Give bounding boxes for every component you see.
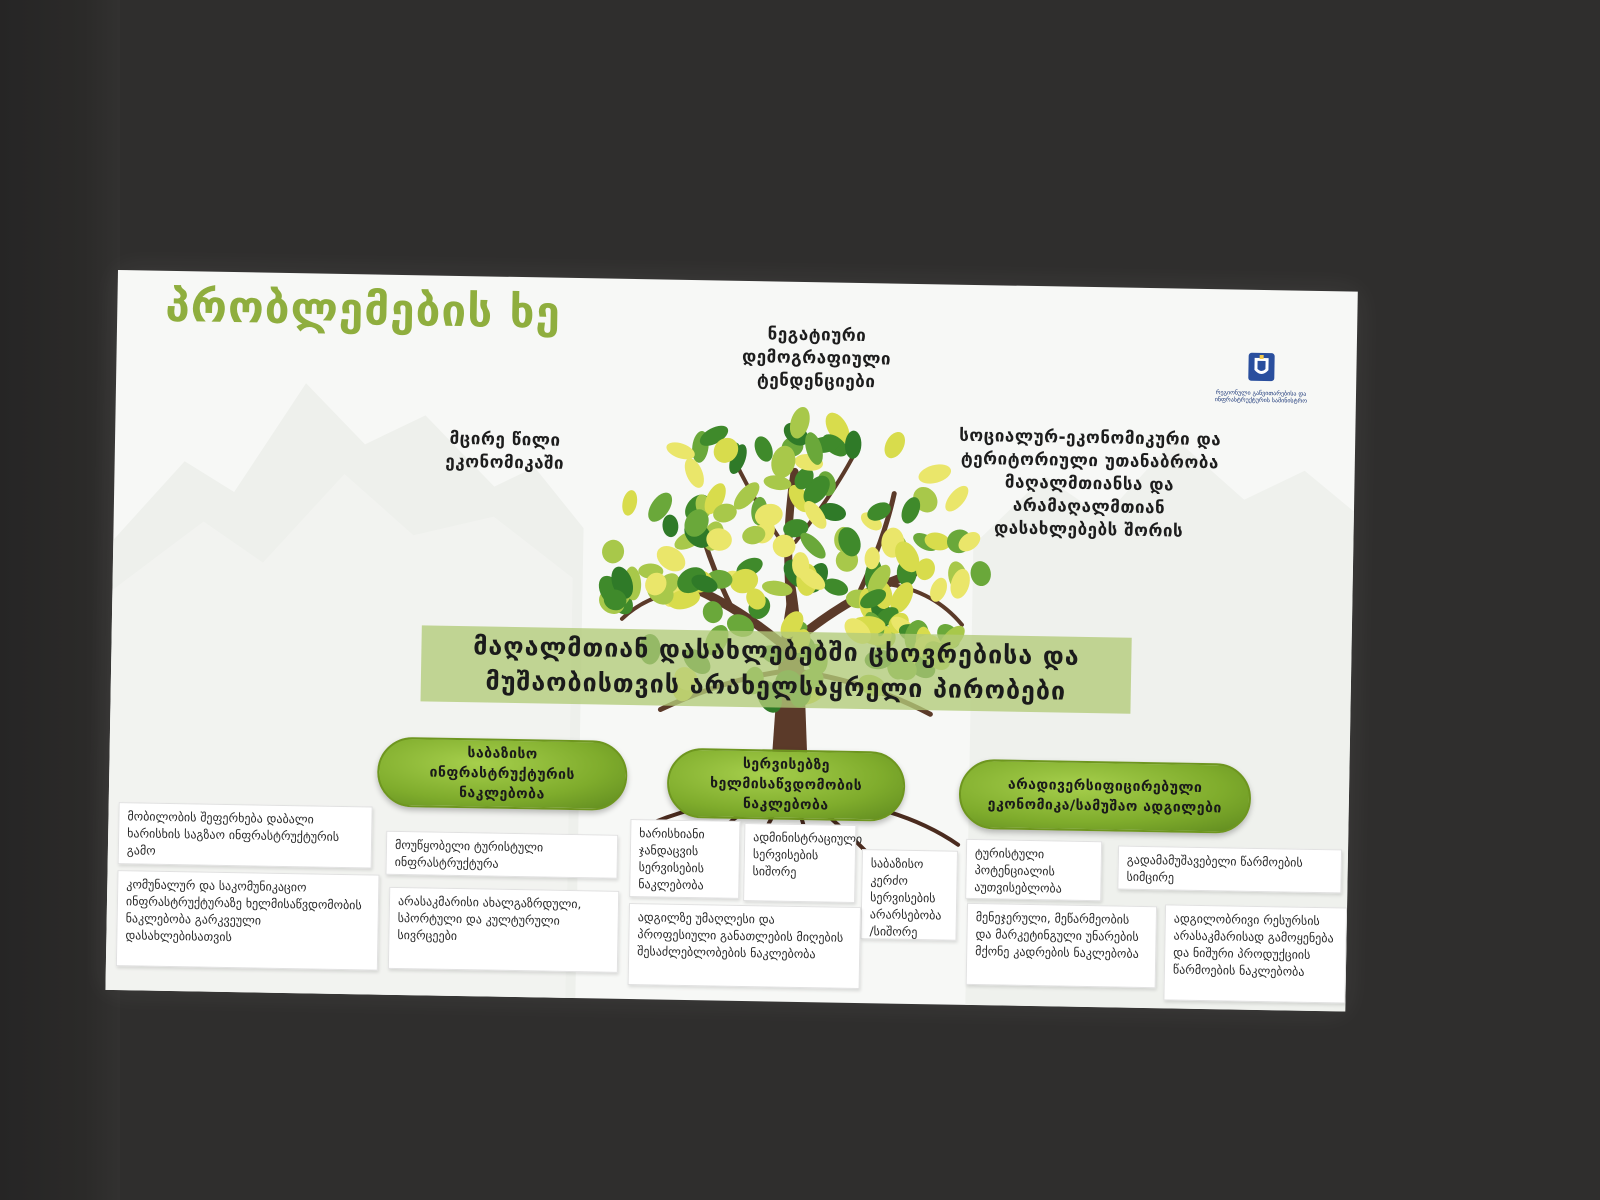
leaf — [945, 485, 969, 512]
leaf — [800, 532, 826, 559]
leaf — [684, 458, 704, 488]
detail-box: გადამამუშავებელი წარმოების სიმცირე — [1117, 845, 1343, 894]
leaf — [884, 431, 905, 459]
leaf — [901, 497, 921, 524]
leaf — [691, 574, 718, 593]
detail-box: მენეჯერული, მეწარმეობის და მარკეტინგული … — [965, 902, 1158, 989]
leaf — [762, 580, 793, 597]
leaf — [772, 534, 796, 558]
detail-box: ადგილზე უმაღლესი და პროფესიული განათლები… — [627, 903, 861, 990]
leaf — [771, 445, 796, 478]
presentation-slide: პრობლემების ხე რეგიონული განვითარებისა დ… — [105, 270, 1358, 1012]
leaf — [958, 532, 981, 552]
leaf — [662, 514, 679, 538]
detail-box: მობილობის შეფერხება დაბალი ხარისხის საგზ… — [117, 802, 373, 869]
leaf — [867, 564, 891, 595]
leaf — [838, 527, 861, 557]
leaf — [805, 432, 823, 465]
detail-box: ადგილობრივი რესურსის არასაკმარისად გამოყ… — [1163, 904, 1348, 1004]
consequence-top: ნეგატიური დემოგრაფიული ტენდენციები — [741, 324, 892, 393]
slide-title: პრობლემების ხე — [164, 280, 562, 339]
leaf — [702, 601, 723, 624]
leaf — [804, 501, 827, 529]
detail-box: მოუწყობელი ტურისტული ინფრასტრუქტურა — [385, 830, 619, 879]
consequence-left: მცირე წილი ეკონომიკაში — [445, 428, 565, 474]
leaf — [783, 519, 809, 538]
leaf — [798, 567, 826, 590]
leaf — [733, 482, 760, 510]
leaf — [864, 547, 880, 570]
leaf — [916, 558, 935, 581]
leaf — [656, 545, 686, 572]
ministry-logo: რეგიონული განვითარებისა და ინფრასტრუქტურ… — [1196, 349, 1327, 405]
cause-pill-services: სერვისებზე ხელმისაწვდომობის ნაკლებობა — [666, 747, 906, 822]
leaf — [754, 503, 783, 527]
wall-left — [0, 0, 120, 1200]
detail-box: კომუნალურ და საკომუნიკაციო ინფრასტრუქტურ… — [115, 870, 380, 971]
cause-pill-infrastructure: საბაზისო ინფრასტრუქტურის ნაკლებობა — [376, 736, 628, 811]
coat-of-arms-icon — [1248, 352, 1275, 382]
leaf — [823, 578, 849, 596]
leaf — [844, 430, 862, 459]
detail-box: არასაკმარისი ახალგაზრდული, სპორტული და კ… — [387, 886, 620, 973]
leaf — [930, 577, 948, 602]
leaf — [742, 525, 766, 545]
leaf — [684, 509, 709, 537]
leaf — [667, 588, 701, 610]
leaf — [706, 528, 732, 551]
leaf — [895, 541, 920, 573]
leaf — [622, 490, 638, 516]
leaf — [924, 532, 951, 551]
leaf — [860, 589, 887, 609]
leaf — [746, 588, 766, 610]
detail-box: ტურისტული პოტენციალის აუთვისებლობა — [965, 838, 1103, 902]
core-problem-text: მაღალმთიან დასახლებებში ცხოვრებისა და მუ… — [472, 631, 1080, 706]
leaf — [794, 467, 814, 490]
detail-box: ადმინისტრაციული სერვისების სიშორე — [743, 823, 862, 903]
leaf — [603, 589, 627, 611]
leaf — [713, 437, 739, 463]
leaf — [890, 582, 914, 614]
leaf — [950, 568, 970, 599]
detail-box: საბაზისო კერძო სერვისების არარსებობა /სი… — [860, 849, 958, 941]
leaf — [970, 561, 991, 587]
leaf — [730, 568, 759, 594]
leaf — [713, 503, 737, 523]
detail-box: ხარისხიანი ჯანდაცვის სერვისების ნაკლებობ… — [629, 819, 741, 899]
leaf — [645, 572, 667, 596]
leaf — [819, 503, 846, 522]
leaf — [648, 492, 673, 522]
leaf — [867, 502, 891, 521]
logo-caption: რეგიონული განვითარებისა და ინფრასტრუქტურ… — [1214, 389, 1308, 405]
leaf — [789, 406, 810, 439]
cause-pill-economy: არადივერსიფიცირებული ეკონომიკა/სამუშაო ა… — [958, 758, 1252, 834]
leaf — [602, 539, 625, 564]
leaf — [763, 475, 792, 491]
leaf — [918, 464, 952, 484]
leaf — [699, 425, 729, 446]
leaf — [666, 442, 695, 460]
leaf — [754, 436, 773, 462]
